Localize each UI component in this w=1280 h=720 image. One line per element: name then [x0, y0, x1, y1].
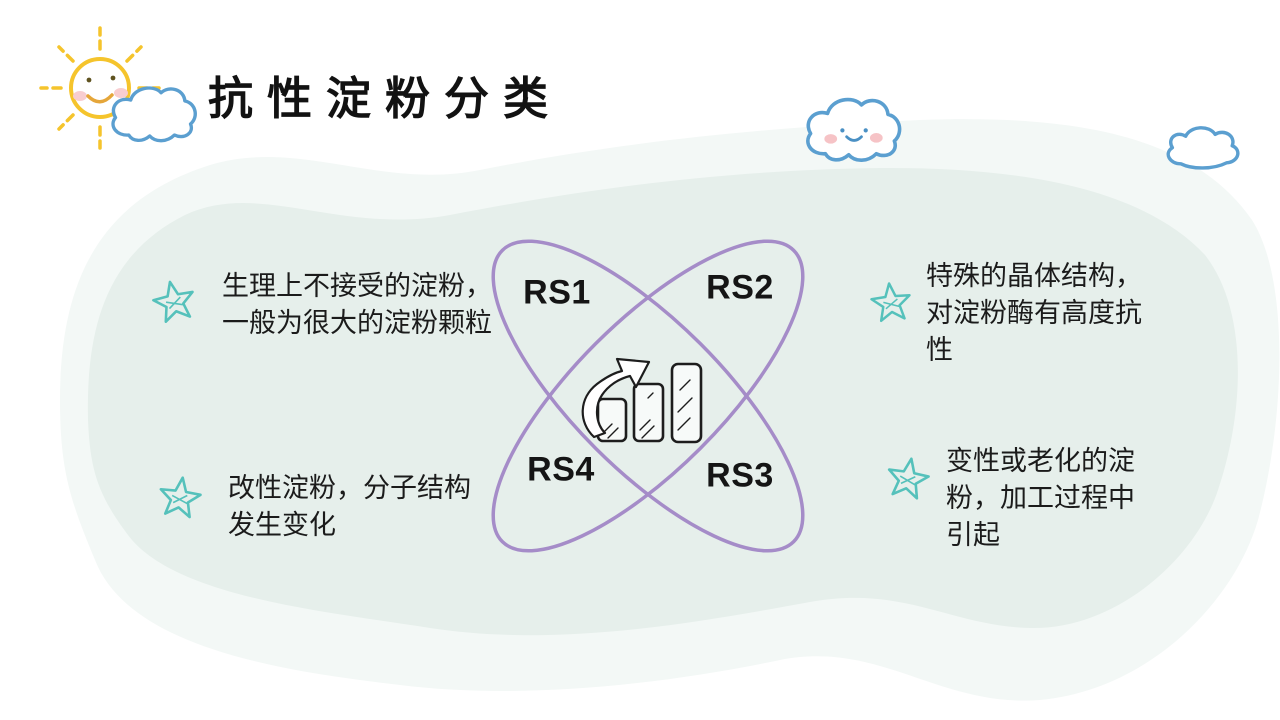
slide-title: 抗性淀粉分类 — [208, 73, 563, 124]
star-bullet-icon — [887, 457, 930, 500]
note-left-bottom: 改性淀粉，分子结构发生变化 — [158, 470, 486, 544]
star-bullet-icon — [152, 280, 194, 323]
note-text: 改性淀粉，分子结构发生变化 — [228, 473, 471, 540]
petal-label-rs4: RS4 — [527, 450, 595, 489]
petal-label-rs3: RS3 — [706, 456, 774, 495]
smiley-cloud-icon — [806, 97, 902, 163]
note-right-top: 特殊的晶体结构，对淀粉酶有高度抗性 — [870, 258, 1156, 369]
note-text: 变性或老化的淀粉，加工过程中引起 — [946, 446, 1135, 550]
cloud-icon — [111, 86, 197, 143]
petal-label-rs1: RS1 — [523, 273, 591, 312]
four-petal-shape — [491, 239, 805, 553]
note-text: 生理上不接受的淀粉，一般为很大的淀粉颗粒 — [222, 271, 492, 338]
bar-chart-arrow-icon — [581, 357, 703, 444]
note-left-top: 生理上不接受的淀粉，一般为很大的淀粉颗粒 — [152, 268, 506, 342]
small-cloud-icon — [1166, 126, 1240, 170]
note-right-bottom: 变性或老化的淀粉，加工过程中引起 — [886, 443, 1148, 554]
star-bullet-icon — [870, 282, 911, 323]
note-text: 特殊的晶体结构，对淀粉酶有高度抗性 — [926, 261, 1142, 365]
star-bullet-icon — [159, 476, 202, 519]
petal-label-rs2: RS2 — [706, 268, 774, 307]
